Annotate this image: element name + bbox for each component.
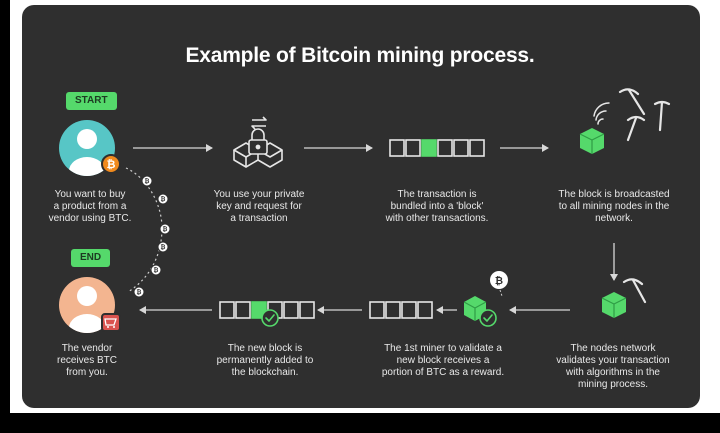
caption-line: bundled into a 'block' [390,201,484,212]
svg-text:₿: ₿ [495,275,503,287]
caption-line: validates your transaction [556,355,670,366]
left-edge [0,0,10,413]
vendor-avatar-icon [59,277,121,333]
svg-text:₿: ₿ [154,267,159,274]
caption-line: the blockchain. [231,367,299,378]
caption-line: You use your private [213,189,305,200]
caption-line: a transaction [230,213,288,224]
caption-line: new block receives a [396,355,490,366]
start-label: START [66,92,117,110]
caption-line: to all mining nodes in the [558,201,670,212]
caption-line: network. [595,213,633,224]
buyer-avatar-icon: ₿ [59,120,121,176]
flow-arrows [133,144,618,314]
caption-line: The block is broadcasted [558,189,670,200]
caption-line: with other transactions. [385,213,489,224]
caption-line: from you. [66,367,108,378]
svg-text:₿: ₿ [163,226,168,233]
svg-text:₿: ₿ [107,158,116,171]
caption-line: permanently added to [216,355,314,366]
validated-cube-icon [463,289,503,327]
coin-trail: ₿ ₿ ₿ ₿ ₿ ₿ [125,167,171,298]
caption-line: You want to buy [54,189,126,200]
bitcoin-coin-icon: ₿ [490,271,508,289]
caption-line: vendor using BTC. [48,213,132,224]
caption-line: with algorithms in the [566,367,660,378]
lock-key-icon [233,116,283,168]
end-label: END [71,249,111,267]
pickaxe-icon [618,88,671,142]
caption-line: The new block is [227,343,303,354]
caption-line: The 1st miner to validate a [384,343,502,354]
caption-line: The vendor [61,343,113,354]
bottom-bar [0,413,720,433]
svg-text:₿: ₿ [161,244,166,251]
caption-line: receives BTC [56,355,117,366]
network-cube-icon [601,278,647,318]
svg-text:₿: ₿ [161,196,166,203]
svg-text:₿: ₿ [145,178,150,185]
block-icon [389,139,485,157]
caption-line: key and request for [216,201,302,212]
caption-line: portion of BTC as a reward. [381,367,505,378]
caption-line: The transaction is [397,189,477,200]
blockchain-block-icon [219,301,315,327]
broadcast-cube-icon [579,102,610,154]
svg-text:₿: ₿ [137,289,142,296]
caption-line: The nodes network [570,343,656,354]
infographic-card [22,5,700,408]
caption-line: mining process. [577,379,649,390]
caption-line: a product from a [53,201,127,212]
page-title: Example of Bitcoin mining process. [185,44,535,67]
reward-block-icon [369,301,433,319]
